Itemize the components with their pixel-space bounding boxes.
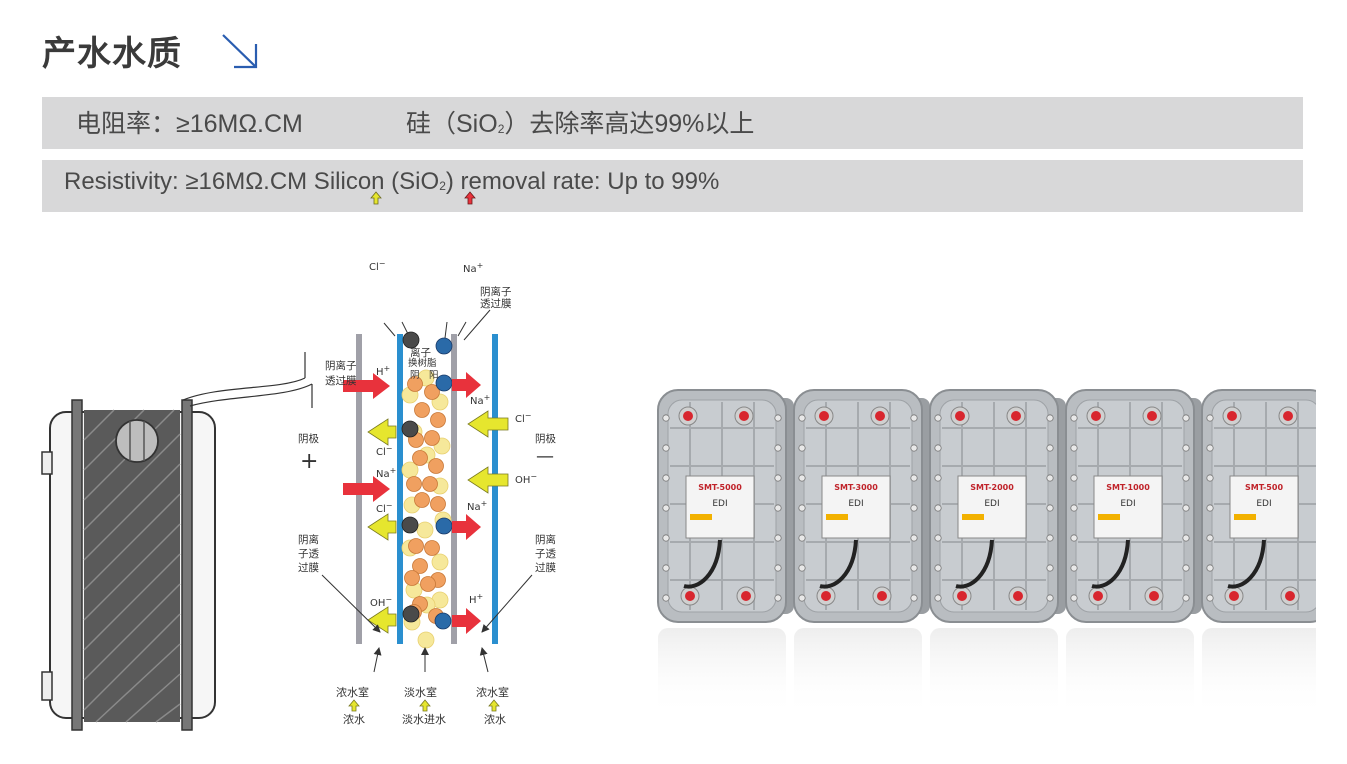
- electrode-minus-symbol: —: [536, 446, 554, 467]
- ion-label-h-1: H+: [376, 364, 390, 378]
- module-type-label: EDI: [1256, 499, 1271, 509]
- resin-label: 离子: [410, 346, 431, 359]
- ion-label-cl-2: Cl−: [376, 444, 392, 458]
- svg-text:换树脂: 换树脂: [408, 357, 437, 369]
- module-model-label: SMT-2000: [970, 483, 1014, 492]
- arrow-up-yellow-icon: [348, 699, 360, 712]
- module-type-label: EDI: [984, 499, 999, 509]
- ion-label-cl-3: Cl−: [376, 501, 392, 515]
- module-type-label: EDI: [1120, 499, 1135, 509]
- chamber-label-conc-left: 浓水室: [336, 685, 369, 699]
- electrode-plus-symbol: +: [300, 449, 318, 474]
- chamber-label-dilute: 淡水室: [404, 685, 437, 699]
- cation-flow-arrows: [343, 372, 481, 634]
- ion-exchange-resin: [401, 331, 453, 649]
- module-model-label: SMT-500: [1245, 483, 1283, 492]
- inlet-label-dilute: 淡水进水: [402, 713, 446, 726]
- module-type-label: EDI: [848, 499, 863, 509]
- outlet-label-conc-right: 浓水: [484, 713, 506, 726]
- ion-label-na-top: Na+: [463, 261, 483, 275]
- membrane-label-top: 阴离子: [480, 285, 512, 298]
- anion-membrane-right: [451, 334, 457, 644]
- spec-en-text: Resistivity: ≥16MΩ.CM Silicon (SiO2) rem…: [64, 168, 720, 195]
- spec-bar-en: Resistivity: ≥16MΩ.CM Silicon (SiO2) rem…: [42, 160, 1303, 212]
- svg-text:子透: 子透: [298, 548, 319, 560]
- arrow-up-yellow-icon: [488, 699, 500, 712]
- arrow-up-yellow-icon: [419, 699, 431, 712]
- edi-principle-diagram: Cl− Na+ H+ Na+ Cl− Cl− Na+ OH− Cl− Na+ O…: [41, 259, 556, 731]
- membrane-label-bottom-left: 阴离: [298, 533, 319, 546]
- ion-label-h-2: H+: [469, 592, 483, 606]
- membrane-label-bottom-right: 阴离: [535, 533, 556, 546]
- cathode-label-left: 阴极: [298, 432, 319, 445]
- ion-label-na-2: Na+: [376, 466, 396, 480]
- module-type-label: EDI: [712, 499, 727, 509]
- module-model-label: SMT-3000: [834, 483, 878, 492]
- edi-modules-photo: SMT-5000EDISMT-3000EDISMT-2000EDISMT-100…: [657, 389, 1316, 718]
- cation-membrane-right: [492, 334, 498, 644]
- svg-text:过膜: 过膜: [535, 561, 556, 574]
- ion-label-oh-1: OH−: [515, 472, 537, 486]
- ion-label-cl-top: Cl−: [369, 259, 385, 273]
- edi-module-illustration: [41, 352, 313, 731]
- ion-label-na-1: Na+: [470, 393, 490, 407]
- page-title: 产水水质: [42, 34, 182, 74]
- module-model-label: SMT-1000: [1106, 483, 1150, 492]
- cathode-label-right: 阴极: [535, 432, 556, 445]
- resistivity-cn: 电阻率：≥16MΩ.CM: [76, 110, 303, 138]
- ion-label-oh-2: OH−: [370, 595, 392, 609]
- arrow-down-right-icon: [222, 34, 258, 69]
- ion-label-na-3: Na+: [467, 499, 487, 513]
- ion-label-cl-1: Cl−: [515, 411, 531, 425]
- svg-text:透过膜: 透过膜: [325, 374, 357, 387]
- arrow-up-yellow-icon: [370, 191, 382, 205]
- arrow-up-red-icon: [464, 191, 476, 205]
- svg-text:子透: 子透: [535, 548, 556, 560]
- chamber-label-conc-right: 浓水室: [476, 685, 509, 699]
- outlet-label-conc-left: 浓水: [343, 713, 365, 726]
- svg-text:过膜: 过膜: [298, 561, 319, 574]
- cation-membrane-left: [397, 334, 403, 644]
- svg-text:阴 阳: 阴 阳: [410, 370, 439, 381]
- membrane-label-left: 阴离子: [325, 359, 357, 372]
- anion-flow-arrows: [367, 410, 509, 634]
- svg-text:透过膜: 透过膜: [480, 297, 512, 310]
- spec-bar-cn: 电阻率：≥16MΩ.CM 硅（SiO2）去除率高达99%以上: [42, 97, 1303, 149]
- module-model-label: SMT-5000: [698, 483, 742, 492]
- silicon-removal-cn: 硅（SiO2）去除率高达99%以上: [406, 110, 755, 138]
